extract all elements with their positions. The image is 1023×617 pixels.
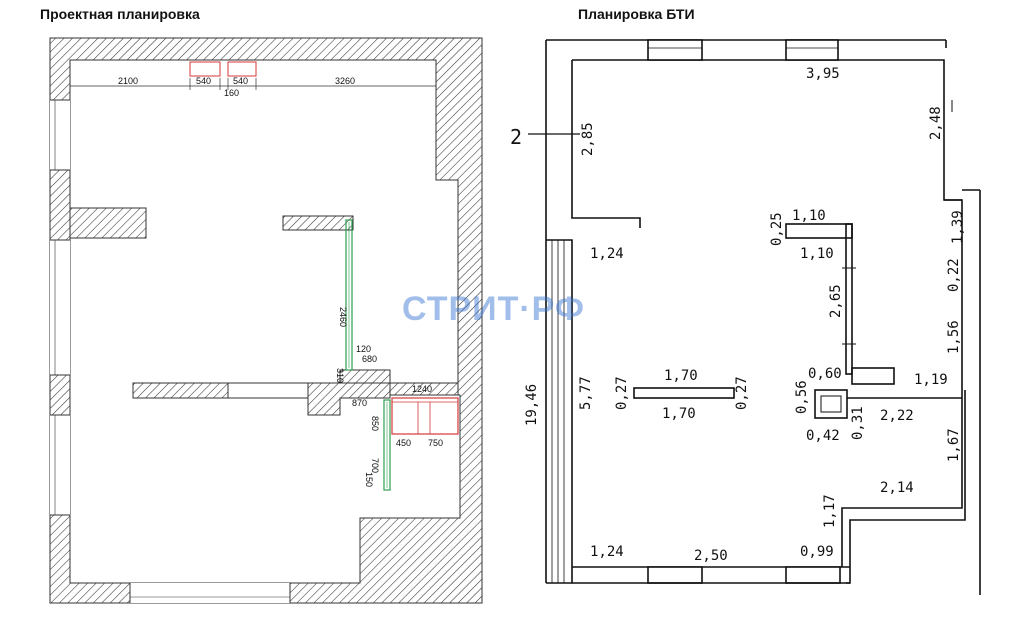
project-column (307, 369, 391, 416)
bti-dim-214: 2,14 (880, 480, 914, 496)
bti-dim-025: 0,25 (769, 212, 785, 246)
bti-column-right (851, 367, 895, 385)
bti-dim-285: 2,85 (580, 122, 596, 156)
project-dim-850: 850 (370, 416, 380, 431)
project-window-left-3 (50, 415, 70, 515)
bti-dim-170b: 1,70 (662, 406, 696, 422)
project-partition-right (389, 382, 459, 396)
project-dim-450: 450 (396, 438, 411, 448)
bti-dim-027a: 0,27 (614, 376, 630, 410)
bti-dim-156: 1,56 (946, 320, 962, 354)
bti-dim-124b: 1,24 (590, 544, 624, 560)
title-project-plan: Проектная планировка (40, 6, 200, 22)
bti-window-top-1 (647, 39, 703, 61)
bti-dim-110b: 1,10 (800, 246, 834, 262)
project-partition-lower-b (227, 382, 309, 399)
bti-partition-top (785, 223, 853, 239)
bti-dim-124a: 1,24 (590, 246, 624, 262)
project-dim-160: 160 (224, 88, 239, 98)
project-dim-750: 750 (428, 438, 443, 448)
project-wall-stub-left (69, 207, 147, 239)
bti-plan (528, 39, 981, 595)
bti-dim-222: 2,22 (880, 408, 914, 424)
project-dim-1240: 1240 (412, 384, 432, 394)
bti-dim-139: 1,39 (950, 210, 966, 244)
bti-dim-110a: 1,10 (792, 208, 826, 224)
bti-dim-027b: 0,27 (734, 376, 750, 410)
project-dim-540b: 540 (233, 76, 248, 86)
project-dim-2460: 2460 (338, 307, 348, 327)
bti-dim-099: 0,99 (800, 544, 834, 560)
project-dim-120: 120 (356, 344, 371, 354)
project-plan: 2100 540 540 160 3260 2460 120 680 310 8… (49, 37, 483, 604)
bti-dim-042: 0,42 (806, 428, 840, 444)
bti-dim-119: 1,19 (914, 372, 948, 388)
bti-window-bottom-1 (647, 566, 703, 584)
bti-window-top-2 (785, 39, 839, 61)
bti-dim-250: 2,50 (694, 548, 728, 564)
project-dim-700: 700 (370, 458, 380, 473)
bti-marker-2: 2 (510, 125, 522, 149)
project-new-partition-1 (345, 219, 353, 371)
bti-dim-056: 0,56 (794, 380, 810, 414)
bti-dimensions: 3,95 2,48 2,85 2 0,25 1,10 1,10 1,39 1,2… (510, 66, 966, 564)
project-red-element-1 (189, 61, 221, 77)
project-partition-lower-a (132, 382, 229, 399)
project-window-left-1 (50, 100, 70, 170)
bti-dim-170a: 1,70 (664, 368, 698, 384)
project-kitchen-block (391, 397, 459, 435)
bti-outer-wall (545, 39, 981, 595)
bti-dim-577: 5,77 (578, 376, 594, 410)
bti-dim-060: 0,60 (808, 366, 842, 382)
bti-partition-center (633, 387, 735, 399)
bti-dim-248: 2,48 (928, 106, 944, 140)
project-dim-540a: 540 (196, 76, 211, 86)
bti-dim-167: 1,67 (946, 428, 962, 462)
project-dim-310: 310 (335, 368, 345, 383)
project-new-partition-2 (383, 399, 391, 491)
bti-dim-022: 0,22 (946, 258, 962, 292)
project-dim-150: 150 (364, 472, 374, 487)
bti-column-left (814, 389, 848, 419)
project-dim-3260: 3260 (335, 76, 355, 86)
bti-partition-vertical (845, 223, 853, 375)
project-window-left-2 (50, 240, 70, 375)
project-dim-870: 870 (352, 398, 367, 408)
project-dim-2100: 2100 (118, 76, 138, 86)
project-red-element-2 (227, 61, 257, 77)
bti-dim-031: 0,31 (850, 406, 866, 440)
title-bti-plan: Планировка БТИ (578, 6, 695, 22)
project-partition-upper (282, 215, 354, 231)
bti-dim-1946: 19,46 (524, 384, 540, 426)
bti-window-bottom-2 (785, 566, 841, 584)
bti-dim-117: 1,17 (822, 494, 838, 528)
watermark-logo: СТРИТ·РФ (402, 290, 585, 328)
project-window-bottom (130, 583, 290, 603)
project-dim-680: 680 (362, 354, 377, 364)
bti-dim-395: 3,95 (806, 66, 840, 82)
bti-dim-265: 2,65 (828, 284, 844, 318)
